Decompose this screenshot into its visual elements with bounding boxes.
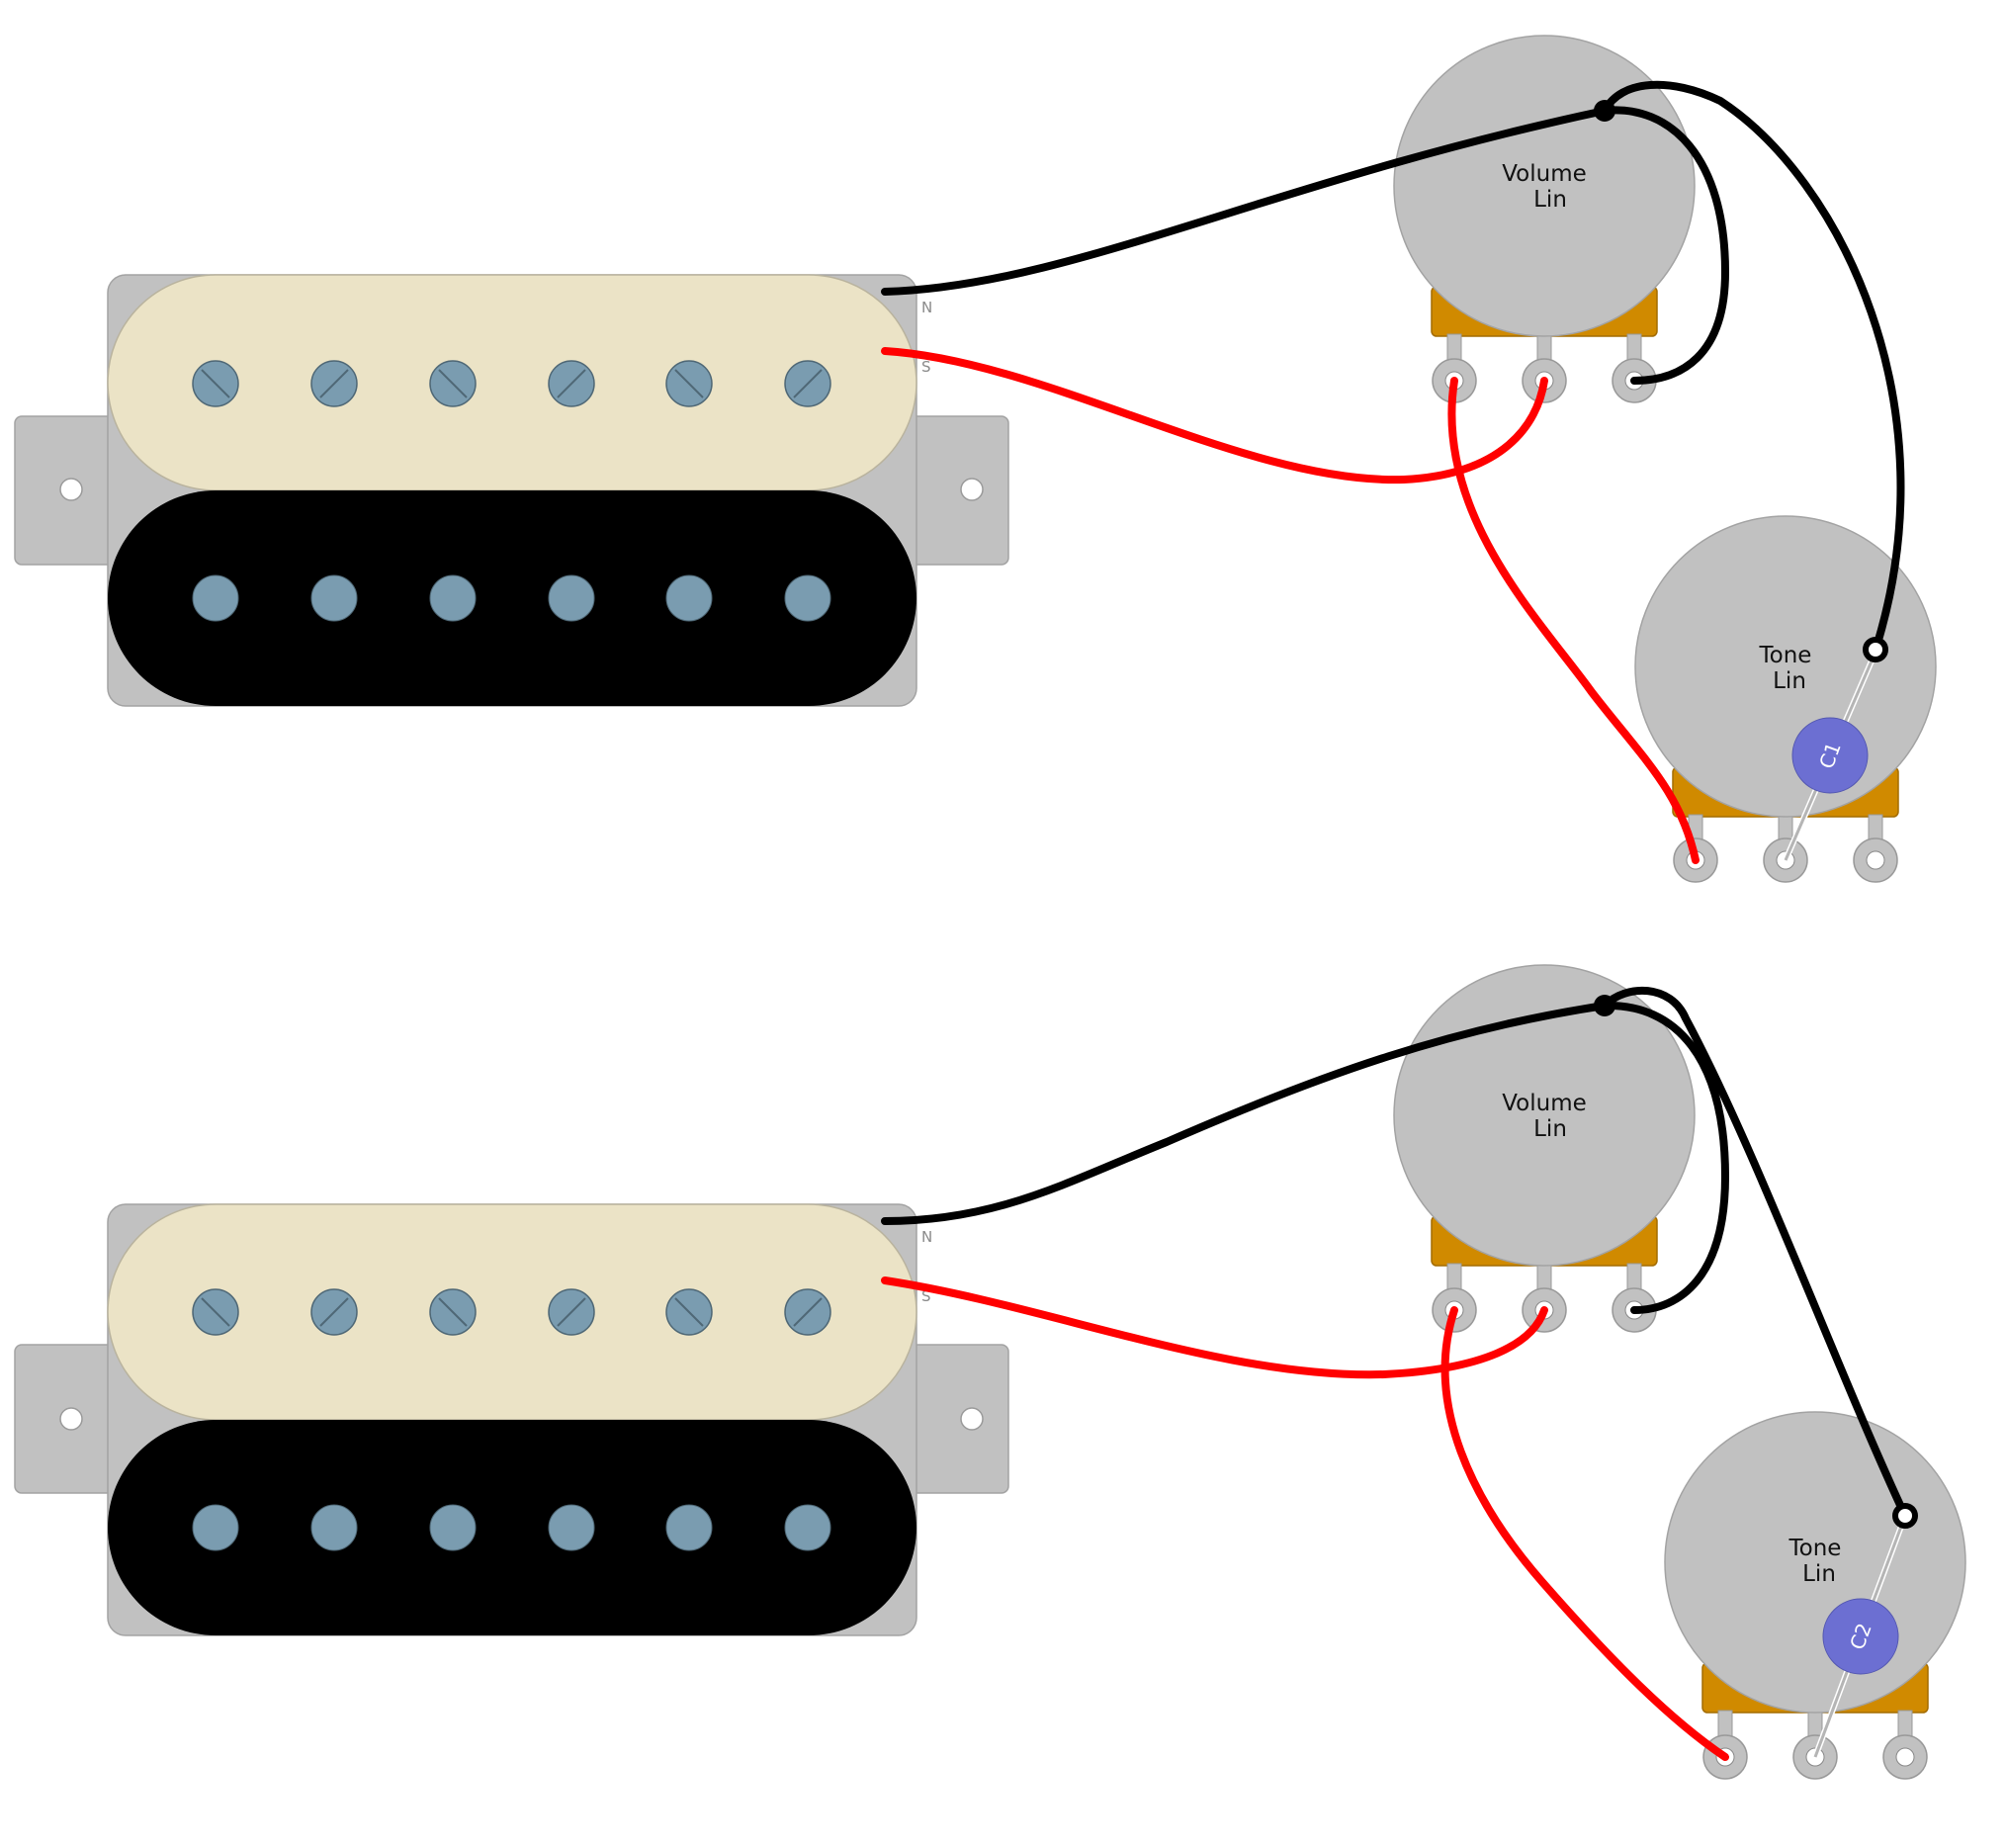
- pot-body: [1393, 964, 1696, 1267]
- hot-wire: [1440, 1306, 1729, 1761]
- black-bobbin: [108, 490, 916, 706]
- slug-pole-piece: [192, 574, 239, 622]
- solder-joint: [1594, 995, 1615, 1016]
- screw-pole-piece: [192, 360, 239, 407]
- mounting-hole-left: [59, 1407, 83, 1431]
- ground-wire: [1601, 106, 1730, 385]
- slug-pole-piece: [548, 574, 595, 622]
- wires: [881, 80, 1905, 864]
- screw-pole-piece: [784, 1288, 831, 1336]
- pot-taper-label: Lin: [1533, 187, 1567, 213]
- slug-pole-piece: [665, 574, 713, 622]
- polarity-north-label: N: [921, 299, 932, 316]
- screw-pole-piece: [548, 360, 595, 407]
- slug-pole-piece: [429, 1504, 477, 1551]
- slug-pole-piece: [429, 574, 477, 622]
- wire-end: [1892, 1503, 1918, 1529]
- screw-pole-piece: [784, 360, 831, 407]
- pot-name-label: Volume: [1502, 161, 1587, 187]
- mounting-hole-left: [59, 478, 83, 501]
- hot-wire: [1447, 377, 1700, 864]
- slug-pole-piece: [665, 1504, 713, 1551]
- tone-pot: Tone Lin: [1664, 1411, 1966, 1780]
- capacitor-body: [1822, 1598, 1899, 1675]
- slug-pole-piece: [784, 1504, 831, 1551]
- slug-pole-piece: [310, 1504, 358, 1551]
- tone-capacitor: C1: [1783, 648, 1879, 862]
- screw-pole-piece: [192, 1288, 239, 1336]
- pot-taper-label: Lin: [1773, 668, 1806, 694]
- slug-pole-piece: [784, 574, 831, 622]
- solder-joint: [1594, 100, 1615, 122]
- pot-taper-label: Lin: [1533, 1116, 1567, 1142]
- slug-pole-piece: [548, 1504, 595, 1551]
- hot-wire: [881, 1276, 1548, 1379]
- screw-pole-piece: [310, 1288, 358, 1336]
- mounting-hole-right: [960, 1407, 984, 1431]
- wiring-group-2: N S Volume Lin Tone Lin: [14, 964, 1966, 1780]
- humbucker-pickup: N S: [14, 1203, 1009, 1636]
- wiring-group-1: N S Volume Lin Tone Lin: [14, 35, 1937, 883]
- humbucker-pickup: N S: [14, 274, 1009, 707]
- tone-capacitor: C2: [1812, 1514, 1908, 1759]
- polarity-south-label: S: [921, 358, 931, 376]
- slug-pole-piece: [192, 1504, 239, 1551]
- hot-wire: [881, 347, 1548, 484]
- screw-pole-piece: [548, 1288, 595, 1336]
- ground-wire: [881, 107, 1609, 296]
- ground-wire: [881, 1002, 1609, 1225]
- ground-wire: [1601, 986, 1909, 1520]
- wire-end: [1863, 637, 1888, 662]
- polarity-south-label: S: [921, 1287, 931, 1305]
- wires: [881, 986, 1918, 1761]
- pot-taper-label: Lin: [1802, 1561, 1836, 1587]
- screw-pole-piece: [665, 1288, 713, 1336]
- screw-pole-piece: [665, 360, 713, 407]
- capacitor-body: [1791, 717, 1869, 794]
- screw-pole-piece: [429, 360, 477, 407]
- screw-pole-piece: [310, 360, 358, 407]
- pot-name-label: Tone: [1759, 643, 1812, 668]
- mounting-hole-right: [960, 478, 984, 501]
- ground-wire: [1601, 80, 1905, 654]
- ground-wire: [1601, 1001, 1730, 1314]
- screw-pole-piece: [429, 1288, 477, 1336]
- polarity-north-label: N: [921, 1228, 932, 1246]
- pot-name-label: Tone: [1788, 1536, 1842, 1561]
- volume-pot: Volume Lin: [1393, 35, 1696, 403]
- black-bobbin: [108, 1420, 916, 1635]
- pot-name-label: Volume: [1502, 1091, 1587, 1116]
- slug-pole-piece: [310, 574, 358, 622]
